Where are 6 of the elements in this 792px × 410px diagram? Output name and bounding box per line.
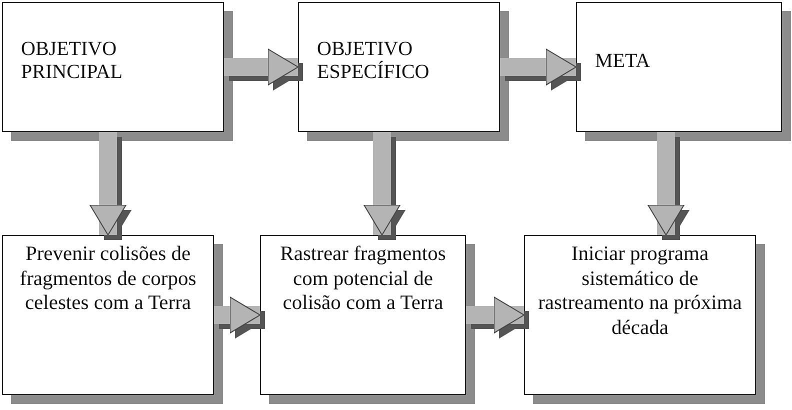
box-text: OBJETIVO PRINCIPAL (21, 38, 124, 84)
box-text: OBJETIVO ESPECÍFICO (317, 38, 430, 84)
box-text: META (595, 50, 650, 72)
box-text: Rastrear fragmentos com potencial de colisão com a Terra (279, 242, 447, 316)
box-text: Prevenir colisões de fragmentos de corpos celestes com a Terra (18, 242, 198, 316)
box-text: Iniciar programa sistemático de rastreamento na próxima década (537, 242, 743, 340)
